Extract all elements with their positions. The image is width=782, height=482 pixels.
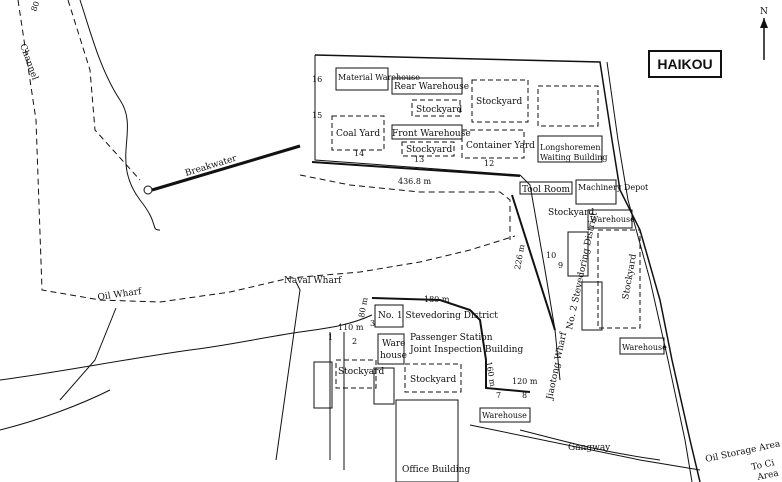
joint-inspection-label: Joint Inspection Building (409, 345, 523, 355)
south-quay (371, 297, 531, 393)
to-city-label: To Ci (751, 458, 776, 473)
lighthouse-icon (143, 185, 153, 195)
gangway-label: Gangway (568, 443, 611, 453)
berth-2: 2 (352, 337, 357, 346)
north-arrow-icon (760, 18, 768, 60)
stockyard-south-2 (404, 363, 462, 393)
shoal-line (79, 0, 161, 231)
machinery-depot-label: Machinery Depot (578, 183, 649, 192)
harbour-boundary (299, 174, 511, 240)
stockyard-south-label-1: Stockyard (338, 367, 384, 377)
stockyard-label-2: Stockyard (476, 97, 522, 107)
front-warehouse-label: Front Warehouse (392, 129, 471, 139)
machinery-depot-box (575, 179, 617, 205)
warehouse-sw-box (313, 361, 333, 409)
dim-226-label: 226 m (513, 243, 526, 270)
channel-boundary-inner (67, 0, 141, 181)
berth-14: 14 (354, 149, 364, 158)
stockyard-label-1: Stockyard (416, 105, 462, 115)
ware-house-box (377, 333, 405, 365)
office-building-block (395, 399, 459, 482)
coal-yard-box (331, 115, 385, 151)
coal-yard-label: Coal Yard (336, 129, 380, 139)
warehouse-district-box (567, 231, 589, 277)
berth-13: 13 (414, 155, 424, 164)
tool-room-box (519, 181, 573, 195)
berth-10: 10 (546, 251, 556, 260)
area-label: Area (756, 469, 781, 482)
breakwater-line (151, 144, 301, 192)
channel-label: Channel (17, 43, 39, 82)
material-warehouse-box (335, 67, 389, 91)
dim-80-label: 80 m (357, 296, 369, 318)
warehouse-east-box (587, 209, 633, 229)
house-label: house (380, 351, 407, 361)
coastline (0, 314, 373, 381)
warehouse-south-2 (479, 407, 531, 423)
stockyard-south-1 (335, 359, 377, 389)
no2-district-label: No. 2 Stevedoring District (565, 211, 600, 331)
berth-3: 3 (370, 319, 375, 328)
naval-wharf-pier (275, 281, 301, 461)
stockyard-box-1 (471, 79, 529, 123)
warehouse-east-label-2: Warehouse (622, 343, 667, 352)
container-yard-label: Container Yard (466, 141, 535, 151)
stockyard-south-label-2: Stockyard (410, 375, 456, 385)
front-quay (311, 161, 521, 177)
warehouse-south-label: Warehouse (482, 411, 527, 420)
material-warehouse-label: Material Warehouse (338, 73, 420, 82)
quay-east (606, 61, 693, 482)
rear-warehouse-box (391, 77, 463, 95)
dim-436-label: 436.8 m (398, 177, 431, 186)
north-label: N (760, 7, 768, 17)
rear-warehouse-label: Rear Warehouse (394, 82, 469, 92)
no1-district-label: No. 1 Stevedoring District (378, 311, 498, 321)
berth-12: 12 (484, 159, 494, 168)
coastline-west (0, 389, 111, 431)
passenger-station-label: Passenger Station (410, 333, 493, 343)
map-title: HAIKOU (648, 50, 722, 78)
stockyard-box-3 (401, 141, 455, 157)
naval-wharf-label: Naval Wharf (284, 276, 342, 286)
stockyard-east-label: Stockyard (548, 208, 594, 218)
ware-label: Ware (382, 339, 405, 349)
oil-wharf-pier (59, 307, 117, 401)
longshoremen-box (537, 135, 603, 163)
container-yard-box (461, 129, 525, 159)
depth-label: 80 m (29, 0, 45, 13)
berth-15: 15 (312, 111, 322, 120)
warehouse-east-label: Warehouse (590, 215, 635, 224)
stevedoring-district-box (374, 304, 404, 328)
stockyard-east-label-2: Stockyard (621, 253, 639, 300)
gangway-road (519, 429, 661, 461)
berth-1: 1 (328, 333, 333, 342)
berth-8: 8 (522, 391, 527, 400)
office-building-label: Office Building (402, 465, 470, 475)
longshoremen-label: Longshoremen (540, 143, 601, 152)
stockyard-box-2 (537, 85, 599, 127)
waiting-building-label: Waiting Building (540, 153, 608, 162)
stockyard-east (597, 229, 641, 329)
east-quay (511, 194, 556, 331)
berth-9: 9 (558, 261, 563, 270)
stockyard-label-3: Stockyard (406, 145, 452, 155)
dim-160-label: 160 m (484, 361, 497, 388)
berth-7: 7 (496, 391, 501, 400)
berth-16: 16 (312, 75, 322, 84)
stockyard-box-4 (411, 99, 461, 117)
road (329, 332, 701, 471)
dim-120-label: 120 m (512, 377, 538, 386)
warehouse-east-box-2 (619, 337, 665, 355)
dim-110-label: 110 m (338, 323, 364, 332)
warehouse-south-box (373, 367, 395, 405)
dim-180-label: 180 m (424, 295, 450, 304)
tool-room-label: Tool Room (522, 185, 570, 195)
jiaotong-wharf-label: Jiaotong Wharf (545, 331, 569, 402)
warehouse-district-box-2 (581, 281, 603, 331)
channel-boundary (17, 0, 516, 303)
